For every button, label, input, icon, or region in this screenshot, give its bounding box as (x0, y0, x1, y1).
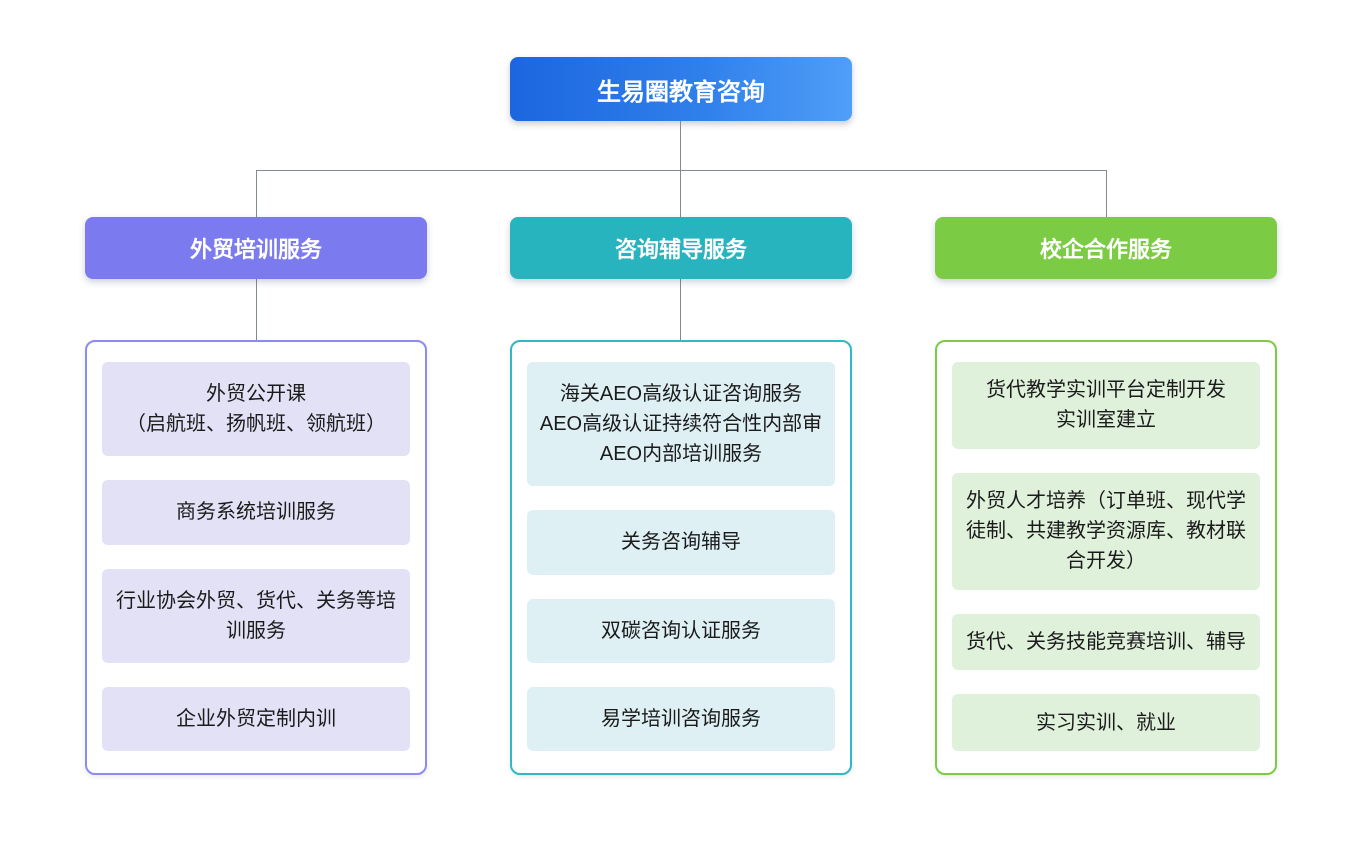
connector-left-header-to-group (256, 279, 257, 340)
leaf-node: 海关AEO高级认证咨询服务 AEO高级认证持续符合性内部审 AEO内部培训服务 (527, 362, 835, 487)
branch-group-school-enterprise: 货代教学实训平台定制开发 实训室建立 外贸人才培养（订单班、现代学徒制、共建教学… (935, 340, 1277, 775)
connector-drop-middle (680, 170, 681, 217)
leaf-node: 关务咨询辅导 (527, 510, 835, 575)
branch-header-school-enterprise: 校企合作服务 (935, 217, 1277, 279)
leaf-node: 行业协会外贸、货代、关务等培训服务 (102, 568, 410, 663)
connector-middle-header-to-group (680, 279, 681, 340)
branch-header-label: 咨询辅导服务 (614, 237, 747, 262)
connector-root-stem (680, 121, 681, 170)
leaf-node: 双碳咨询认证服务 (527, 598, 835, 663)
leaf-node: 外贸公开课 （启航班、扬帆班、领航班） (102, 362, 410, 457)
connector-drop-left (256, 170, 257, 217)
branch-header-consulting: 咨询辅导服务 (510, 217, 852, 279)
connector-drop-right (1106, 170, 1107, 217)
connector-horizontal-bus (256, 170, 1107, 171)
leaf-node: 货代教学实训平台定制开发 实训室建立 (952, 362, 1260, 449)
leaf-node: 企业外贸定制内训 (102, 686, 410, 751)
branch-group-trade-training: 外贸公开课 （启航班、扬帆班、领航班） 商务系统培训服务 行业协会外贸、货代、关… (85, 340, 427, 775)
root-node-label: 生易圈教育咨询 (597, 78, 765, 106)
leaf-node: 商务系统培训服务 (102, 480, 410, 545)
leaf-node: 外贸人才培养（订单班、现代学徒制、共建教学资源库、教材联合开发） (952, 472, 1260, 590)
branch-header-trade-training: 外贸培训服务 (85, 217, 427, 279)
root-node: 生易圈教育咨询 (510, 57, 852, 121)
branch-group-consulting: 海关AEO高级认证咨询服务 AEO高级认证持续符合性内部审 AEO内部培训服务 … (510, 340, 852, 775)
leaf-node: 货代、关务技能竞赛培训、辅导 (952, 613, 1260, 671)
leaf-node: 易学培训咨询服务 (527, 686, 835, 751)
leaf-node: 实习实训、就业 (952, 694, 1260, 751)
branch-header-label: 校企合作服务 (1039, 237, 1172, 262)
branch-header-label: 外贸培训服务 (189, 237, 322, 262)
